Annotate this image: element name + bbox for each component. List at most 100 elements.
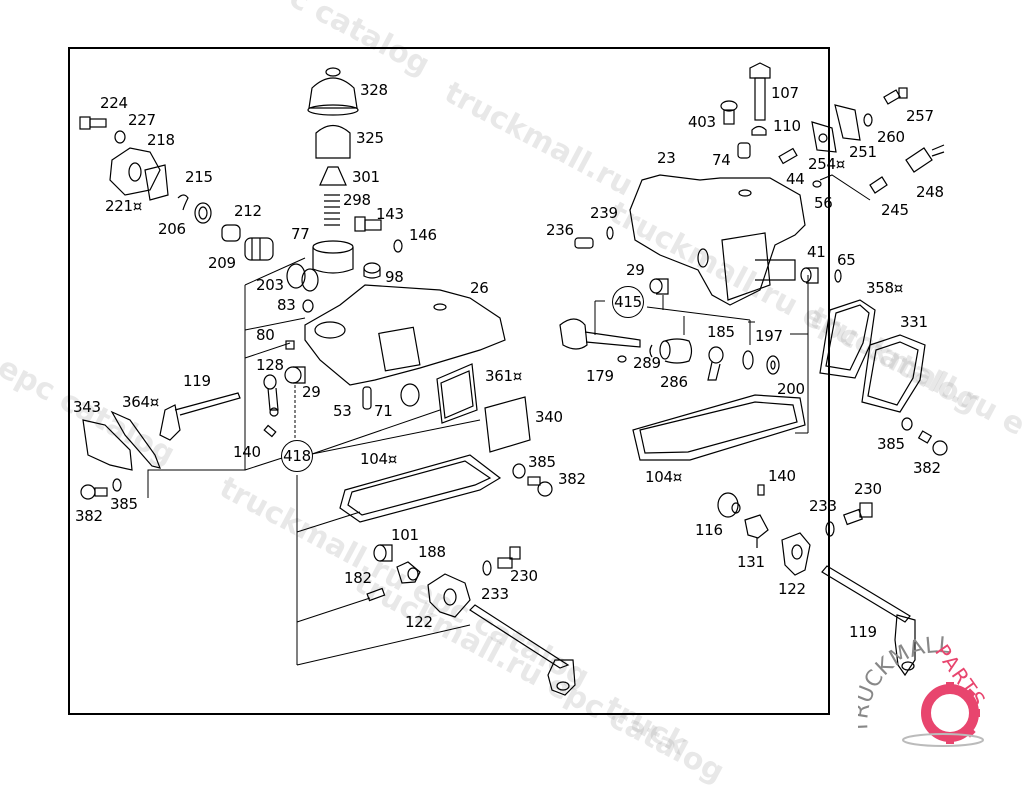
part-245-plunger <box>869 176 888 194</box>
part-83-plug <box>302 299 314 313</box>
part-label-104[interactable]: 104¤ <box>360 450 397 468</box>
part-label-146[interactable]: 146 <box>409 226 437 244</box>
part-label-140[interactable]: 140 <box>233 443 261 461</box>
part-label-116[interactable]: 116 <box>695 521 723 539</box>
part-label-325[interactable]: 325 <box>356 129 384 147</box>
part-label-286[interactable]: 286 <box>660 373 688 391</box>
part-label-221[interactable]: 221¤ <box>105 197 142 215</box>
part-label-122[interactable]: 122 <box>778 580 806 598</box>
part-label-53[interactable]: 53 <box>333 402 352 420</box>
part-label-122[interactable]: 122 <box>405 613 433 631</box>
part-364-gasket <box>110 410 161 469</box>
part-label-385[interactable]: 385 <box>528 453 556 471</box>
part-label-197[interactable]: 197 <box>755 327 783 345</box>
part-label-364[interactable]: 364¤ <box>122 393 159 411</box>
part-label-179[interactable]: 179 <box>586 367 614 385</box>
part-label-233[interactable]: 233 <box>809 497 837 515</box>
part-label-239[interactable]: 239 <box>590 204 618 222</box>
part-label-29[interactable]: 29 <box>626 261 645 279</box>
part-label-331[interactable]: 331 <box>900 313 928 331</box>
part-label-218[interactable]: 218 <box>147 131 175 149</box>
part-236-plug <box>574 237 594 249</box>
part-label-251[interactable]: 251 <box>849 143 877 161</box>
diagram-frame <box>68 47 830 715</box>
part-label-260[interactable]: 260 <box>877 128 905 146</box>
part-label-358[interactable]: 358¤ <box>866 279 903 297</box>
part-label-343[interactable]: 343 <box>73 398 101 416</box>
part-label-128[interactable]: 128 <box>256 356 284 374</box>
part-label-77[interactable]: 77 <box>291 225 310 243</box>
part-label-212[interactable]: 212 <box>234 202 262 220</box>
part-212-spring <box>221 224 241 242</box>
part-label-188[interactable]: 188 <box>418 543 446 561</box>
gear-icon <box>902 682 984 747</box>
part-label-227[interactable]: 227 <box>128 111 156 129</box>
part-label-119[interactable]: 119 <box>849 623 877 641</box>
assembly-callout-415[interactable]: 415 <box>612 286 644 318</box>
part-label-301[interactable]: 301 <box>352 168 380 186</box>
part-label-140[interactable]: 140 <box>768 467 796 485</box>
part-label-298[interactable]: 298 <box>343 191 371 209</box>
part-label-101[interactable]: 101 <box>391 526 419 544</box>
part-label-119[interactable]: 119 <box>183 372 211 390</box>
assembly-callout-418[interactable]: 418 <box>281 440 313 472</box>
part-label-65[interactable]: 65 <box>837 251 856 269</box>
part-227-washer <box>114 130 126 144</box>
part-label-98[interactable]: 98 <box>385 268 404 286</box>
part-340-cover <box>484 396 531 453</box>
part-343-plate <box>82 419 133 471</box>
part-label-182[interactable]: 182 <box>344 569 372 587</box>
part-331-cover <box>861 334 926 413</box>
part-label-206[interactable]: 206 <box>158 220 186 238</box>
part-label-245[interactable]: 245 <box>881 201 909 219</box>
part-label-203[interactable]: 203 <box>256 276 284 294</box>
part-251-plate <box>834 104 861 141</box>
part-label-382[interactable]: 382 <box>558 470 586 488</box>
part-label-248[interactable]: 248 <box>916 183 944 201</box>
part-label-143[interactable]: 143 <box>376 205 404 223</box>
part-label-233[interactable]: 233 <box>481 585 509 603</box>
part-label-131[interactable]: 131 <box>737 553 765 571</box>
part-label-385[interactable]: 385 <box>110 495 138 513</box>
part-label-80[interactable]: 80 <box>256 326 275 344</box>
part-label-74[interactable]: 74 <box>712 151 731 169</box>
part-label-56[interactable]: 56 <box>814 194 833 212</box>
part-label-230[interactable]: 230 <box>510 567 538 585</box>
part-label-215[interactable]: 215 <box>185 168 213 186</box>
part-label-29[interactable]: 29 <box>302 383 321 401</box>
part-301-cone <box>319 166 347 186</box>
part-215-ring <box>194 202 212 224</box>
part-label-382[interactable]: 382 <box>913 459 941 477</box>
part-label-403[interactable]: 403 <box>688 113 716 131</box>
part-label-254[interactable]: 254¤ <box>808 155 845 173</box>
part-label-382[interactable]: 382 <box>75 507 103 525</box>
part-116-bushing <box>717 492 741 518</box>
part-label-23[interactable]: 23 <box>657 149 676 167</box>
part-110-washer <box>751 125 767 136</box>
part-218-valve-body <box>109 147 169 201</box>
part-label-328[interactable]: 328 <box>360 81 388 99</box>
part-label-224[interactable]: 224 <box>100 94 128 112</box>
part-label-289[interactable]: 289 <box>633 354 661 372</box>
part-label-71[interactable]: 71 <box>374 402 393 420</box>
part-200-bushing <box>766 355 780 375</box>
part-label-209[interactable]: 209 <box>208 254 236 272</box>
part-label-200[interactable]: 200 <box>777 380 805 398</box>
part-label-340[interactable]: 340 <box>535 408 563 426</box>
part-label-104[interactable]: 104¤ <box>645 468 682 486</box>
part-label-44[interactable]: 44 <box>786 170 805 188</box>
part-385c-washer <box>901 417 913 431</box>
part-label-230[interactable]: 230 <box>854 480 882 498</box>
part-label-26[interactable]: 26 <box>470 279 489 297</box>
part-label-107[interactable]: 107 <box>771 84 799 102</box>
part-label-385[interactable]: 385 <box>877 435 905 453</box>
part-385-washer <box>112 478 122 492</box>
part-119-shift-shaft <box>159 392 241 441</box>
part-label-110[interactable]: 110 <box>773 117 801 135</box>
part-label-185[interactable]: 185 <box>707 323 735 341</box>
part-label-361[interactable]: 361¤ <box>485 367 522 385</box>
part-label-83[interactable]: 83 <box>277 296 296 314</box>
part-label-236[interactable]: 236 <box>546 221 574 239</box>
part-label-41[interactable]: 41 <box>807 243 826 261</box>
part-label-257[interactable]: 257 <box>906 107 934 125</box>
